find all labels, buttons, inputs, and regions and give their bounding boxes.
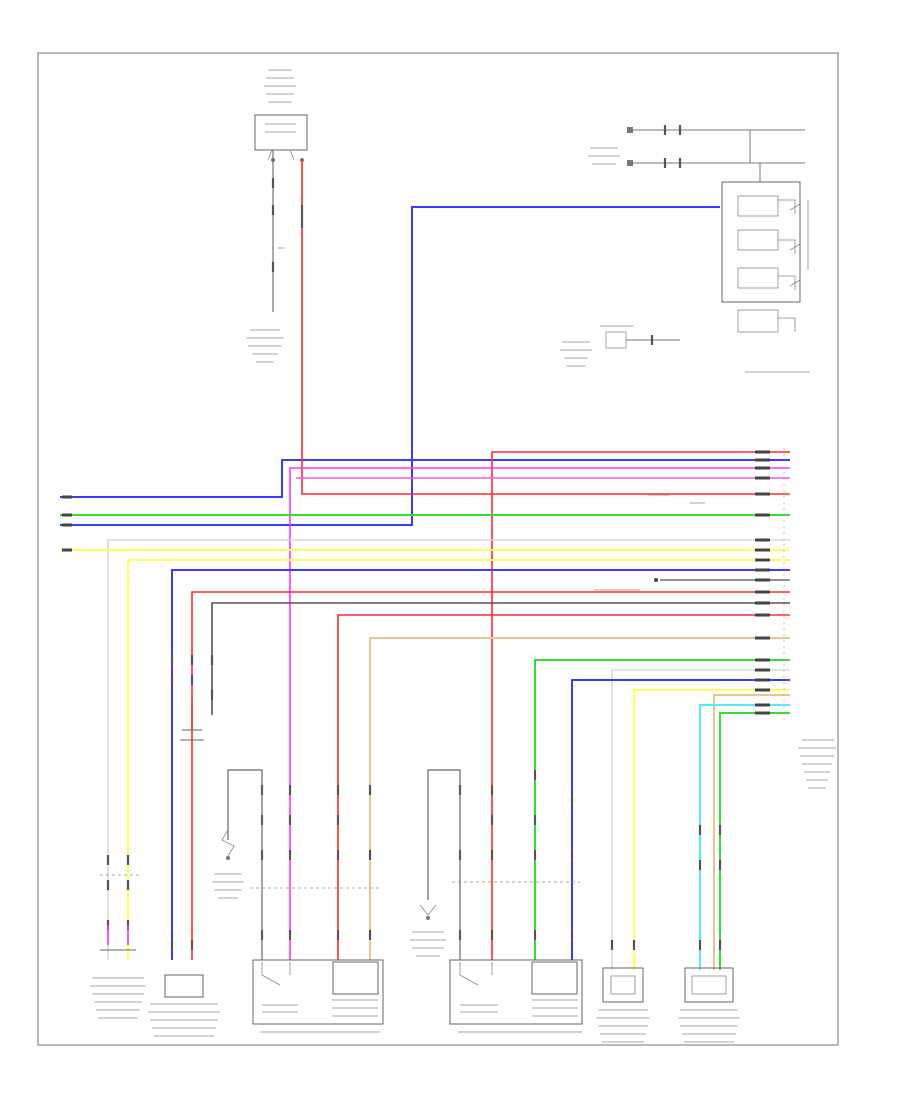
sensor-small-left <box>90 925 146 1019</box>
middle-ground-symbol <box>560 325 680 367</box>
harness-label-block <box>798 739 836 789</box>
relay-box-upper <box>588 125 809 303</box>
wire-blue-upper <box>60 459 790 498</box>
wire-red-right-seat <box>337 614 790 960</box>
wire-blue-lower <box>171 569 790 960</box>
label-scribbles <box>594 494 705 591</box>
side-sensor-right <box>678 967 740 1043</box>
wire-red-lower <box>191 591 790 960</box>
relay-box-lower <box>737 309 810 373</box>
harness-connector-ticks <box>755 448 785 720</box>
wire-yellow-side <box>633 689 790 970</box>
wire-blue-main <box>60 206 720 526</box>
wire-buckle-left <box>227 769 263 960</box>
side-sensor-left <box>596 967 650 1043</box>
wire-buckle-right <box>427 769 461 960</box>
wire-tan-side <box>713 694 790 970</box>
top-switch-box <box>254 69 308 162</box>
diagram-frame <box>37 52 839 1046</box>
left-seat-module <box>252 959 384 1033</box>
top-switch-ground-wire <box>246 150 284 363</box>
wire-grey-b <box>211 602 790 715</box>
front-sensor-left <box>148 974 220 1037</box>
left-harness-ticks <box>62 495 72 552</box>
right-seat-module <box>449 959 583 1033</box>
wire-red-top <box>301 160 790 495</box>
wire-yellow-drop <box>127 559 790 960</box>
wire-white-long <box>107 539 790 960</box>
left-splice <box>180 700 204 741</box>
buckle-switch-right <box>410 904 446 957</box>
wire-green-front <box>719 712 790 970</box>
wire-magenta-a <box>289 467 790 960</box>
buckle-switch-left <box>212 829 244 899</box>
wire-blue-right <box>571 679 790 960</box>
lower-ticks <box>106 655 722 950</box>
wire-tan <box>369 637 790 960</box>
wire-light-side <box>611 669 790 970</box>
